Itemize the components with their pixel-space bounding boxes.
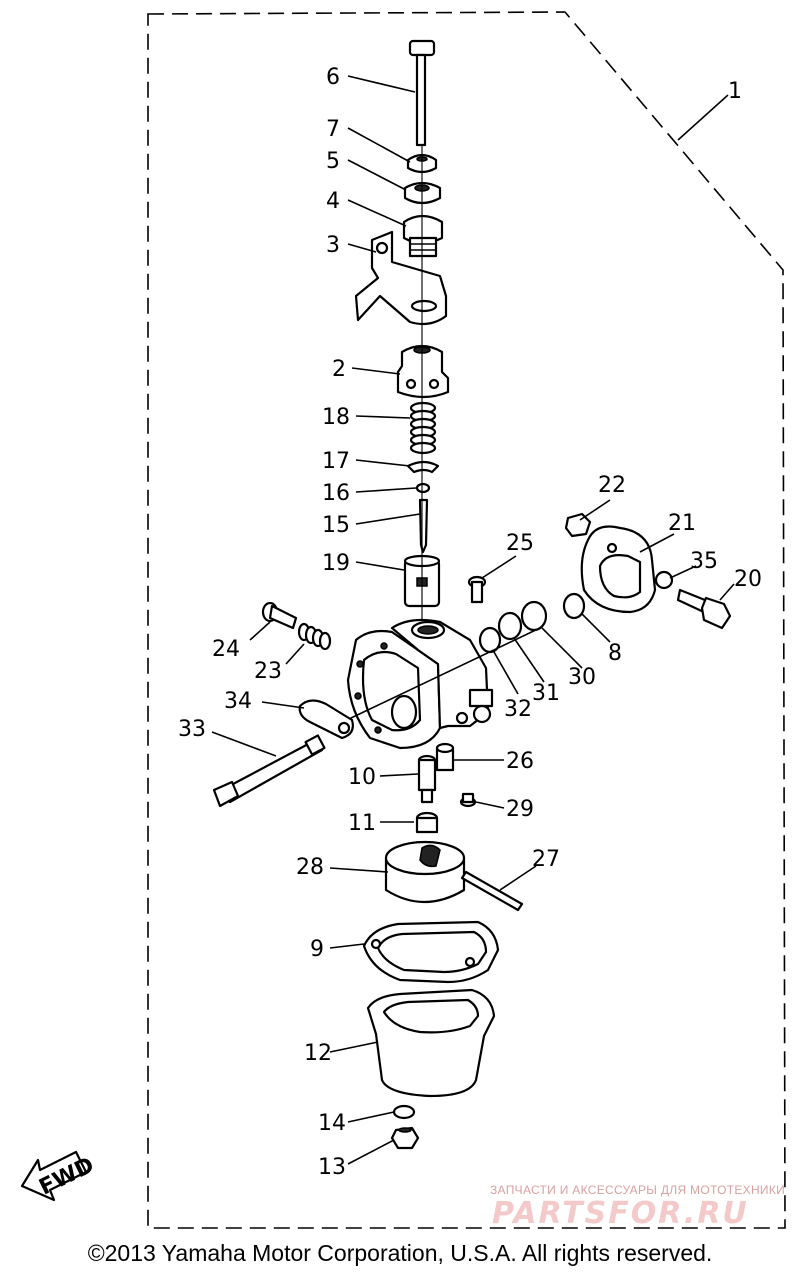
part-18[interactable] — [409, 401, 437, 455]
callout-6: 6 — [326, 65, 340, 90]
callout-10: 10 — [348, 765, 376, 790]
leader-lines — [211, 75, 735, 1165]
part-4[interactable] — [402, 214, 444, 258]
part-3[interactable] — [354, 230, 448, 326]
part-2[interactable] — [396, 344, 450, 399]
callout-15: 15 — [322, 513, 350, 538]
copyright-notice: ©2013 Yamaha Motor Corporation, U.S.A. A… — [87, 1240, 713, 1266]
part-33[interactable] — [212, 734, 326, 808]
callout-26: 26 — [506, 749, 534, 774]
callout-22: 22 — [598, 473, 626, 498]
callout-20: 20 — [734, 567, 762, 592]
carburetor-body[interactable] — [329, 618, 541, 750]
leader-1 — [677, 94, 729, 141]
watermark-tagline: ЗАПЧАСТИ И АКСЕССУАРЫ ДЛЯ МОТОТЕХНИКИ — [490, 1183, 786, 1197]
callout-4: 4 — [326, 189, 340, 214]
assembly-boundary — [147, 11, 786, 1229]
callout-32: 32 — [504, 697, 532, 722]
callout-25: 25 — [506, 531, 534, 556]
part-26[interactable] — [435, 742, 455, 772]
callout-16: 16 — [322, 481, 350, 506]
part-25[interactable] — [467, 575, 487, 604]
callout-17: 17 — [322, 449, 350, 474]
part-29[interactable] — [459, 792, 477, 808]
part-20[interactable] — [676, 588, 732, 630]
callout-1: 1 — [728, 79, 742, 104]
part-27[interactable] — [460, 870, 524, 912]
fwd-arrow-icon: FWD — [20, 1150, 98, 1202]
part-9[interactable] — [362, 920, 500, 984]
part-16[interactable] — [415, 482, 431, 494]
part-24[interactable] — [261, 601, 298, 630]
callout-19: 19 — [322, 551, 350, 576]
callout-3: 3 — [326, 233, 340, 258]
part-17[interactable] — [406, 460, 440, 474]
part-8[interactable] — [562, 592, 586, 620]
part-21[interactable] — [580, 525, 657, 614]
callout-24: 24 — [212, 637, 240, 662]
callout-31: 31 — [532, 681, 560, 706]
part-11[interactable] — [415, 811, 439, 834]
callout-33: 33 — [178, 717, 206, 742]
callout-9: 9 — [310, 937, 324, 962]
part-12[interactable] — [366, 988, 496, 1098]
callout-7: 7 — [326, 117, 340, 142]
callout-14: 14 — [318, 1111, 346, 1136]
part-10[interactable] — [417, 754, 437, 804]
part-14[interactable] — [392, 1104, 416, 1120]
part-13[interactable] — [390, 1126, 420, 1150]
callout-35: 35 — [690, 549, 718, 574]
watermark-brand: PARTSFOR.RU — [492, 1196, 749, 1231]
part-23[interactable] — [297, 622, 332, 651]
part-22[interactable] — [564, 512, 592, 538]
callout-29: 29 — [506, 797, 534, 822]
callout-18: 18 — [322, 405, 350, 430]
callout-21: 21 — [668, 511, 696, 536]
part-15[interactable] — [418, 498, 429, 554]
callout-13: 13 — [318, 1155, 346, 1180]
part-6[interactable] — [408, 39, 436, 147]
callout-5: 5 — [326, 149, 340, 174]
callout-2: 2 — [332, 357, 346, 382]
part-30[interactable] — [520, 600, 548, 632]
part-35[interactable] — [654, 570, 674, 590]
part-28[interactable] — [384, 840, 466, 904]
callout-34: 34 — [224, 689, 252, 714]
callout-8: 8 — [608, 641, 622, 666]
callout-30: 30 — [568, 665, 596, 690]
part-31[interactable] — [497, 611, 523, 641]
callout-28: 28 — [296, 855, 324, 880]
callout-11: 11 — [348, 811, 376, 836]
callout-12: 12 — [304, 1041, 332, 1066]
callout-27: 27 — [532, 847, 560, 872]
callout-23: 23 — [254, 659, 282, 684]
